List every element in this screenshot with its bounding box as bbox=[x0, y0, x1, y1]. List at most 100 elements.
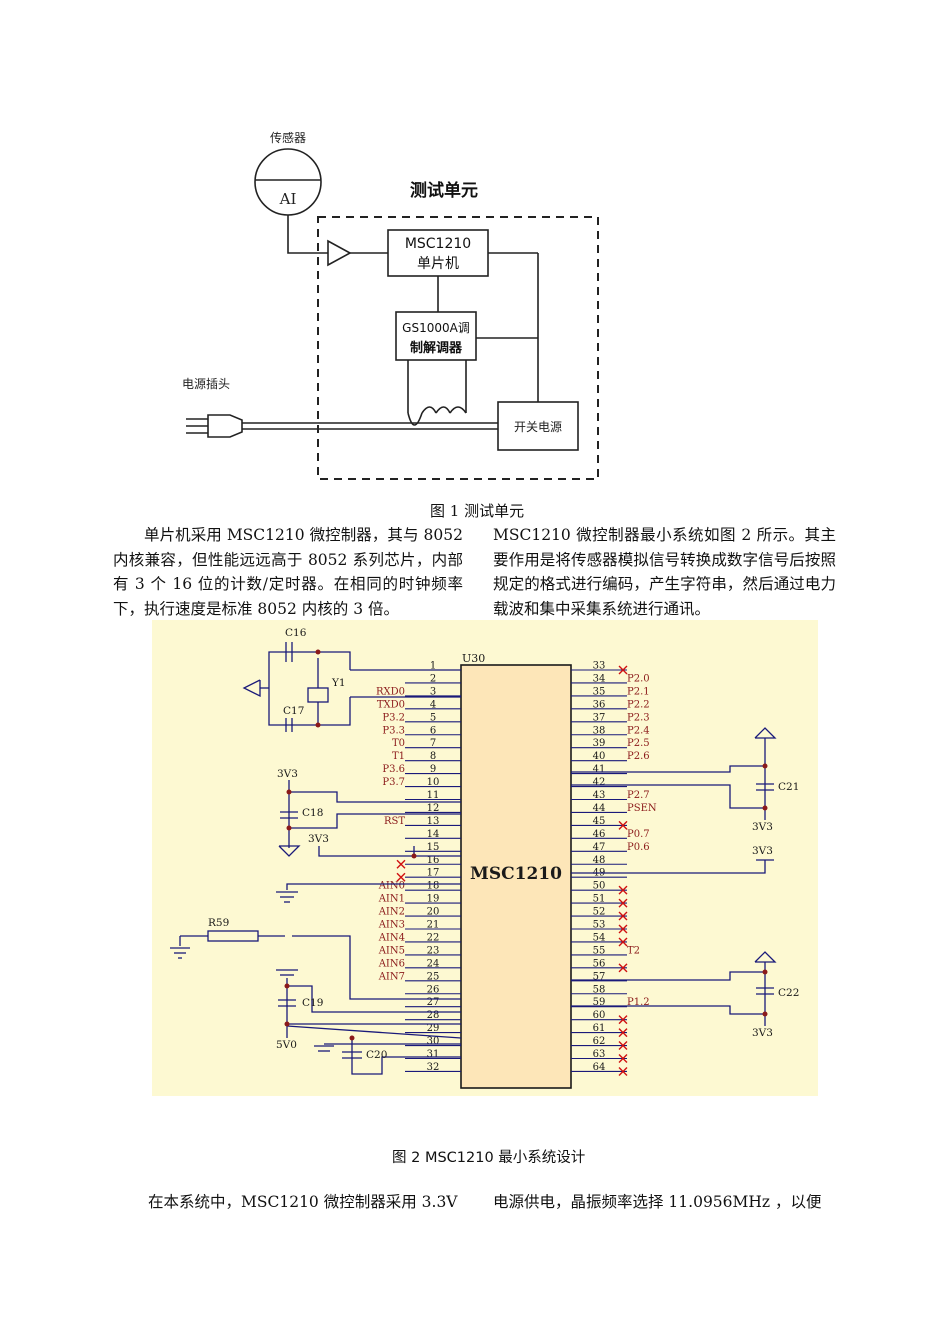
no-connect-mark bbox=[618, 665, 628, 675]
pin-number: 8 bbox=[430, 751, 436, 762]
label-r59: R59 bbox=[208, 917, 229, 929]
pin-number: 48 bbox=[593, 855, 606, 866]
pin-number: 15 bbox=[427, 842, 440, 853]
pin-number: 46 bbox=[593, 829, 606, 840]
no-connect-mark bbox=[618, 885, 628, 895]
label-c16: C16 bbox=[285, 627, 307, 639]
pin-number: 25 bbox=[427, 971, 440, 982]
no-connect-mark bbox=[618, 963, 628, 973]
pin-number: 64 bbox=[593, 1062, 606, 1073]
pin-signal-label: P2.0 bbox=[627, 673, 650, 684]
pin-number: 2 bbox=[430, 673, 436, 684]
pin-signal-label: P2.7 bbox=[627, 790, 650, 801]
label-3v3-b: 3V3 bbox=[308, 833, 329, 845]
figure-1-title: 测试单元 bbox=[410, 180, 478, 201]
pin-number: 4 bbox=[430, 699, 436, 710]
no-connect-mark bbox=[618, 1015, 628, 1025]
pin-signal-label: P2.2 bbox=[627, 699, 650, 710]
pin-number: 62 bbox=[593, 1036, 606, 1047]
pin-number: 16 bbox=[427, 855, 440, 866]
pin-number: 38 bbox=[593, 725, 606, 736]
pin-number: 7 bbox=[430, 738, 436, 749]
pin-number: 41 bbox=[593, 764, 606, 775]
pin-number: 45 bbox=[593, 816, 606, 827]
pin-signal-label: P2.3 bbox=[627, 712, 650, 723]
pin-number: 1 bbox=[430, 661, 436, 672]
label-3v3-d: 3V3 bbox=[752, 845, 773, 857]
pin-number: 19 bbox=[427, 894, 440, 905]
pin-number: 33 bbox=[593, 661, 606, 672]
pin-number: 52 bbox=[593, 907, 606, 918]
pin-number: 31 bbox=[427, 1049, 440, 1060]
pin-signal-label: P3.6 bbox=[382, 764, 405, 775]
pin-number: 22 bbox=[427, 932, 440, 943]
no-connect-mark bbox=[396, 859, 406, 869]
pin-number: 13 bbox=[427, 816, 440, 827]
plug-label: 电源插头 bbox=[182, 377, 230, 391]
pin-signal-label: AIN7 bbox=[378, 971, 405, 982]
pin-signal-label: PSEN bbox=[627, 803, 657, 814]
pin-number: 39 bbox=[593, 738, 606, 749]
pin-number: 9 bbox=[430, 764, 436, 775]
figure-1-block-diagram: 传感器 AI 测试单元 MSC1210 单片机 GS1000A调 制解调器 电源… bbox=[182, 130, 599, 480]
pin-signal-label: P2.4 bbox=[627, 725, 650, 736]
pin-number: 5 bbox=[430, 712, 436, 723]
pin-number: 29 bbox=[427, 1023, 440, 1034]
pin-signal-label: RXD0 bbox=[376, 686, 405, 697]
pin-number: 58 bbox=[593, 984, 606, 995]
label-3v3-a: 3V3 bbox=[277, 768, 298, 780]
mcu-label-2: 单片机 bbox=[417, 256, 459, 272]
bottom-right-text: 电源供电，晶振频率选择 11.0956MHz ，以便 bbox=[493, 1193, 822, 1211]
pin-number: 10 bbox=[427, 777, 440, 788]
no-connect-mark bbox=[618, 1066, 628, 1076]
pin-signal-label: P2.6 bbox=[627, 751, 650, 762]
pin-number: 24 bbox=[427, 958, 440, 969]
left-paragraph: 单片机采用 MSC1210 微控制器，其与 8052 内核兼容，但性能远远高于 … bbox=[113, 526, 463, 618]
label-y1: Y1 bbox=[331, 677, 346, 689]
figure-1-caption: 图 1 测试单元 bbox=[430, 502, 525, 520]
pin-signal-label: AIN3 bbox=[378, 920, 405, 931]
pin-number: 27 bbox=[427, 997, 440, 1008]
pin-signal-label: AIN1 bbox=[378, 894, 405, 905]
pin-number: 54 bbox=[593, 932, 606, 943]
pin-number: 61 bbox=[593, 1023, 606, 1034]
figure-2-schematic: U30 MSC1210 123RXD04TXD05P3.26P3.37T08T1… bbox=[152, 620, 818, 1096]
pin-number: 30 bbox=[427, 1036, 440, 1047]
pin-number: 36 bbox=[593, 699, 606, 710]
pin-signal-label: RST bbox=[384, 816, 405, 827]
pin-signal-label: T1 bbox=[392, 751, 405, 762]
modem-label-2: 制解调器 bbox=[410, 340, 463, 356]
bottom-left-text: 在本系统中，MSC1210 微控制器采用 3.3V bbox=[148, 1193, 458, 1211]
pin-number: 35 bbox=[593, 686, 606, 697]
no-connect-mark bbox=[618, 898, 628, 908]
psu-label: 开关电源 bbox=[514, 420, 562, 434]
pin-number: 59 bbox=[593, 997, 606, 1008]
pin-number: 6 bbox=[430, 725, 436, 736]
pin-number: 3 bbox=[430, 686, 436, 697]
pin-signal-label: P2.1 bbox=[627, 686, 650, 697]
chip-reference: U30 bbox=[462, 652, 485, 665]
pin-signal-label: T2 bbox=[627, 945, 640, 956]
no-connect-mark bbox=[618, 924, 628, 934]
pin-number: 26 bbox=[427, 984, 440, 995]
sensor-symbol: AI bbox=[279, 190, 297, 208]
pin-signal-label: P2.5 bbox=[627, 738, 650, 749]
label-3v3-c: 3V3 bbox=[752, 821, 773, 833]
pin-signal-label: P1.2 bbox=[627, 997, 650, 1008]
label-c18: C18 bbox=[302, 807, 323, 819]
label-c22: C22 bbox=[778, 987, 799, 999]
pin-number: 40 bbox=[593, 751, 606, 762]
pin-number: 55 bbox=[593, 945, 606, 956]
pin-number: 11 bbox=[427, 790, 440, 801]
no-connect-mark bbox=[396, 872, 406, 882]
pin-number: 20 bbox=[427, 907, 440, 918]
pin-signal-label: AIN2 bbox=[378, 907, 405, 918]
pin-number: 63 bbox=[593, 1049, 606, 1060]
label-3v3-e: 3V3 bbox=[752, 1027, 773, 1039]
figure-2-caption: 图 2 MSC1210 最小系统设计 bbox=[392, 1150, 586, 1166]
pin-signal-label: AIN5 bbox=[378, 945, 405, 956]
no-connect-mark bbox=[618, 1054, 628, 1063]
pin-number: 21 bbox=[427, 920, 440, 931]
pin-signal-label: T0 bbox=[392, 738, 405, 749]
right-paragraph: MSC1210 微控制器最小系统如图 2 所示。其主要作用是将传感器模拟信号转换… bbox=[493, 526, 836, 618]
